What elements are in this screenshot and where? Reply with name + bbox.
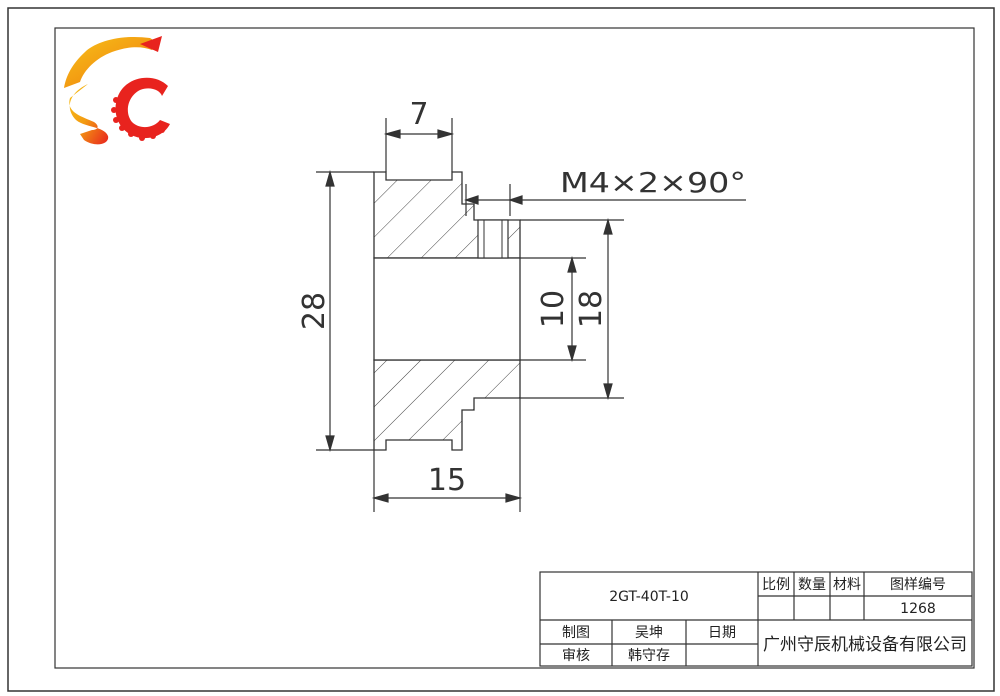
drawn-by-label: 制图 [562, 625, 590, 641]
dimension-length [371, 398, 523, 512]
material-label: 材料 [833, 577, 861, 593]
set-screw-hole [477, 219, 509, 259]
dimension-bore [520, 255, 586, 363]
drawing-no-label: 图样编号 [890, 577, 946, 593]
dimension-hub-diameter [520, 217, 624, 401]
pulley-section [373, 171, 521, 451]
dim-label-bore: 10 [536, 290, 571, 328]
lower-section [373, 359, 521, 451]
dimension-diameter-outer [316, 169, 374, 453]
checked-by: 韩守存 [628, 648, 670, 664]
dim-label-diameter-outer: 28 [297, 292, 332, 330]
sheet-outer-border [7, 7, 995, 692]
chamfer-leader [464, 184, 746, 216]
title-block [539, 571, 973, 667]
dim-label-length: 15 [428, 463, 466, 498]
sheet-inner-border [54, 27, 975, 669]
dimension-width-top [383, 118, 455, 172]
quantity-label: 数量 [798, 577, 826, 593]
part-name: 2GT-40T-10 [609, 589, 689, 605]
date-label: 日期 [708, 625, 736, 641]
drawing-no: 1268 [900, 601, 936, 617]
scale-label: 比例 [762, 577, 790, 593]
checked-by-label: 审核 [562, 648, 590, 664]
bore [373, 257, 521, 361]
drawn-by: 吴坤 [635, 625, 663, 641]
company-logo [64, 36, 170, 145]
dim-label-width-top: 7 [409, 97, 428, 132]
chamfer-note: M4×2×90° [560, 166, 746, 199]
dim-label-hub-diameter: 18 [574, 290, 609, 328]
company-name: 广州守辰机械设备有限公司 [763, 635, 967, 655]
